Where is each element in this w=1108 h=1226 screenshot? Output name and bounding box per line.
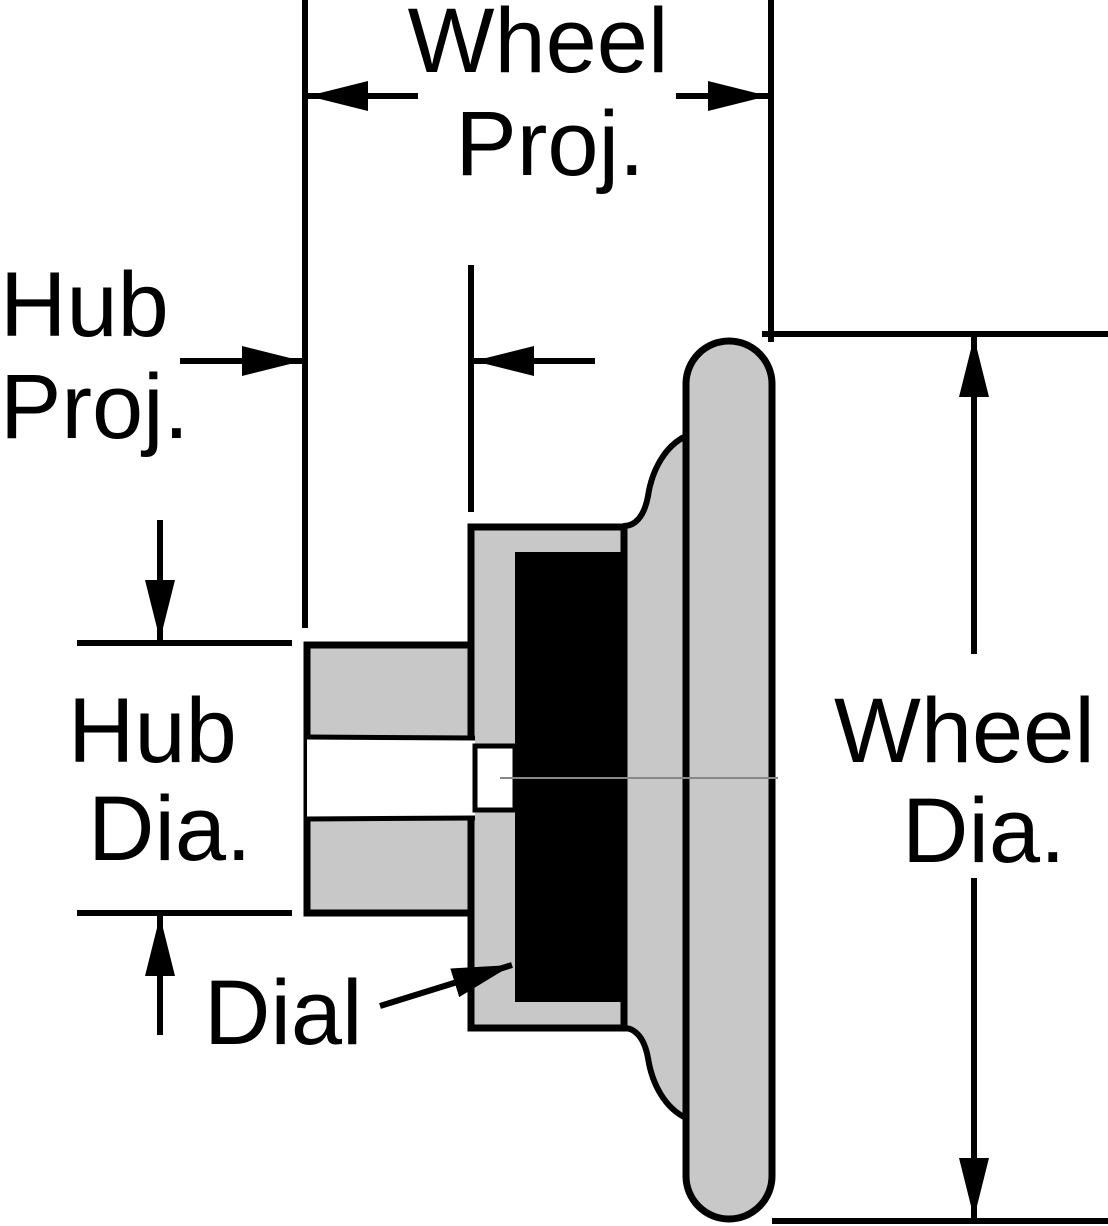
wheel-rim — [682, 337, 776, 1223]
hub-dia-label-line2: Dia. — [88, 778, 252, 880]
hub-bore — [307, 737, 475, 819]
wheel-proj-label-line2: Proj. — [455, 93, 644, 195]
dial-label: Dial — [204, 962, 362, 1064]
wheel-dia-label-line1: Wheel — [834, 680, 1095, 782]
wheel-part — [303, 337, 778, 1223]
dial-leader — [379, 962, 513, 1009]
hub-proj-label-line2: Proj. — [0, 356, 189, 458]
hub-proj-label-line1: Hub — [0, 254, 169, 356]
hub-dia-label-line1: Hub — [68, 680, 237, 782]
wheel-dia-label-line2: Dia. — [902, 780, 1066, 882]
wheel-proj-label-line1: Wheel — [408, 0, 669, 92]
dimension-lines — [77, 0, 1108, 1224]
